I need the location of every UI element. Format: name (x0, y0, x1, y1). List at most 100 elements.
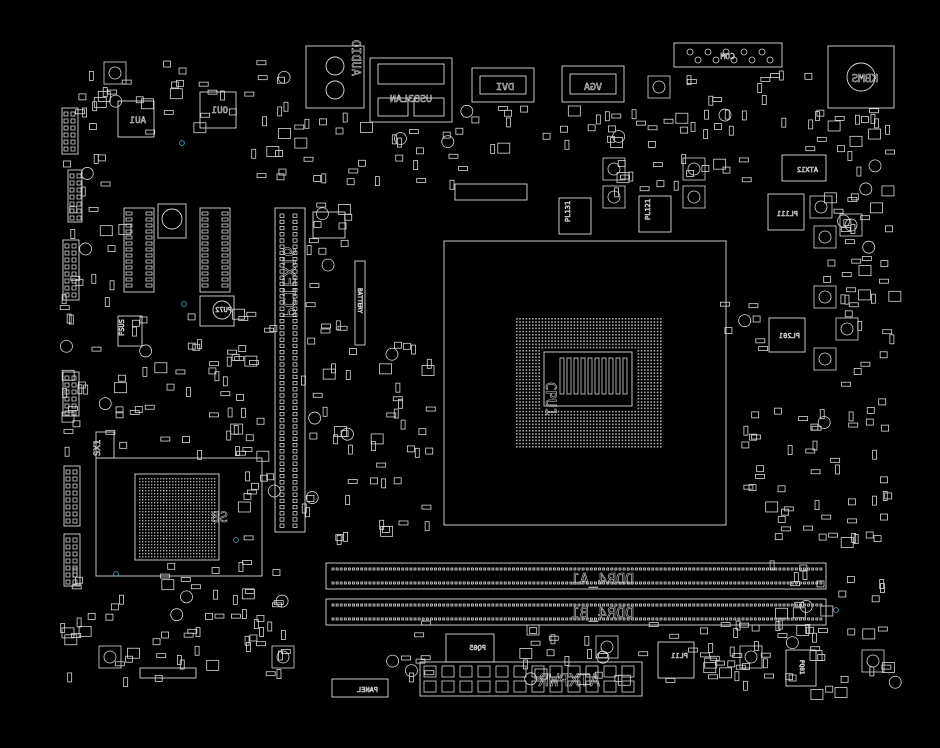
cpu-land-pad (637, 414, 640, 416)
cpu-land-pad (602, 433, 604, 435)
dimm-b1-pin (536, 617, 540, 621)
cpu-land-pad (596, 420, 598, 422)
cpu-land-pad (647, 372, 649, 374)
smd-pad (853, 368, 862, 375)
pch-ball (199, 529, 201, 531)
power-component (647, 75, 671, 99)
smd-pad (166, 383, 175, 391)
pcie-pin (292, 287, 298, 293)
small-ic (497, 142, 511, 154)
cpu-land-pad (560, 410, 563, 413)
cpu-land-pad (541, 327, 544, 330)
smd-passive (227, 349, 237, 355)
pch-ball (166, 508, 168, 510)
cpu-land-pad (621, 330, 624, 333)
cpu-land-pad (660, 375, 662, 378)
smd-passive (320, 328, 331, 334)
cpu-land-pad (618, 433, 620, 435)
cpu-land-pad (525, 404, 528, 406)
cpu-land-pad (618, 337, 620, 339)
dimm-b1-pin (553, 603, 556, 607)
dimm-b1-pin (438, 617, 442, 621)
cpu-land-pad (637, 401, 640, 403)
smd-passive (243, 535, 254, 541)
smd-pad (880, 476, 888, 484)
cpu-land-pad (522, 433, 524, 435)
dimm-a1-label: DDR4_A1 (571, 570, 634, 588)
cpu-land-pad (592, 346, 595, 349)
dram-pad (145, 217, 153, 222)
dimm-a1-pin (380, 581, 384, 585)
dimm-b1-pin (487, 617, 491, 621)
cpu-land-pad (532, 340, 534, 342)
pch-ball (178, 529, 180, 531)
cpu-land-pad (564, 420, 566, 422)
pch-ball (211, 484, 213, 486)
dimm-b1-pin (352, 603, 355, 607)
pch-ball (163, 538, 165, 540)
small-ic (244, 355, 258, 367)
cpu-land-pad (532, 330, 534, 333)
cpu-land-pad (532, 394, 534, 397)
cpu-land-pad (570, 436, 572, 438)
pch-ball (142, 478, 144, 480)
vga-label: VGA (584, 82, 602, 93)
cpu-land-pad (567, 334, 569, 336)
cpu-land-pad (573, 433, 576, 435)
smd-passive (879, 278, 889, 284)
dimm-a1-pin (548, 581, 552, 585)
smd-passive (708, 674, 718, 680)
pch-ball (172, 505, 174, 507)
pch-ball (211, 553, 213, 555)
pcie-pin (279, 244, 285, 249)
pch-ball (148, 493, 150, 495)
dimm-b1-pin (807, 617, 810, 621)
cpu-land-pad (624, 324, 627, 326)
smd-passive (652, 162, 663, 167)
smd-pad (818, 533, 827, 541)
pch-ball (148, 508, 150, 510)
pch-ball (154, 490, 156, 492)
dimm-a1-pin (335, 581, 339, 585)
small-ic (334, 426, 348, 437)
cpu-land-pad (586, 433, 588, 435)
cpu-land-pad (589, 420, 592, 422)
dimm-b1-pin (758, 617, 761, 621)
cpu-land-pad (535, 330, 537, 333)
pch-ball (211, 493, 213, 495)
cpu-land-pad (554, 337, 556, 339)
pch-ball (139, 544, 141, 546)
cpu-land-pad (602, 430, 604, 432)
pch-ball (193, 556, 195, 558)
cpu-land-pad (525, 433, 528, 435)
dimm-a1-pin (815, 567, 819, 571)
dimm-a1-pin (598, 567, 601, 571)
dram-pad (221, 241, 229, 246)
cpu-land-pad (621, 439, 624, 442)
header-pin (65, 469, 71, 475)
cpu-land-pad (628, 430, 630, 432)
dimm-b1-pin (364, 617, 368, 621)
pch-ball (178, 487, 180, 489)
pcie-pin (279, 480, 285, 485)
cpu-land-pad (519, 321, 521, 323)
dimm-a1-pin (331, 567, 335, 571)
dram-pad (125, 277, 133, 282)
cpu-land-pad (544, 334, 547, 336)
cpu-land-pad (650, 327, 652, 330)
small-ic (675, 112, 689, 124)
smd-pad (170, 81, 179, 89)
cpu-land-pad (589, 417, 592, 419)
cpu-land-pad (567, 327, 569, 330)
cpu-land-pad (660, 350, 662, 352)
cpu-land-pad (528, 330, 531, 333)
cpu-land-pad (554, 436, 556, 438)
small-ic (379, 363, 392, 375)
smd-passive (257, 75, 268, 81)
cpu-land-pad (653, 446, 656, 448)
cpu-land-pad (560, 414, 563, 416)
cpu-land-pad (596, 324, 598, 326)
cpu-land-pad (637, 321, 640, 323)
dimm-slot-b1 (325, 598, 827, 626)
cpu-land-pad (647, 353, 649, 355)
